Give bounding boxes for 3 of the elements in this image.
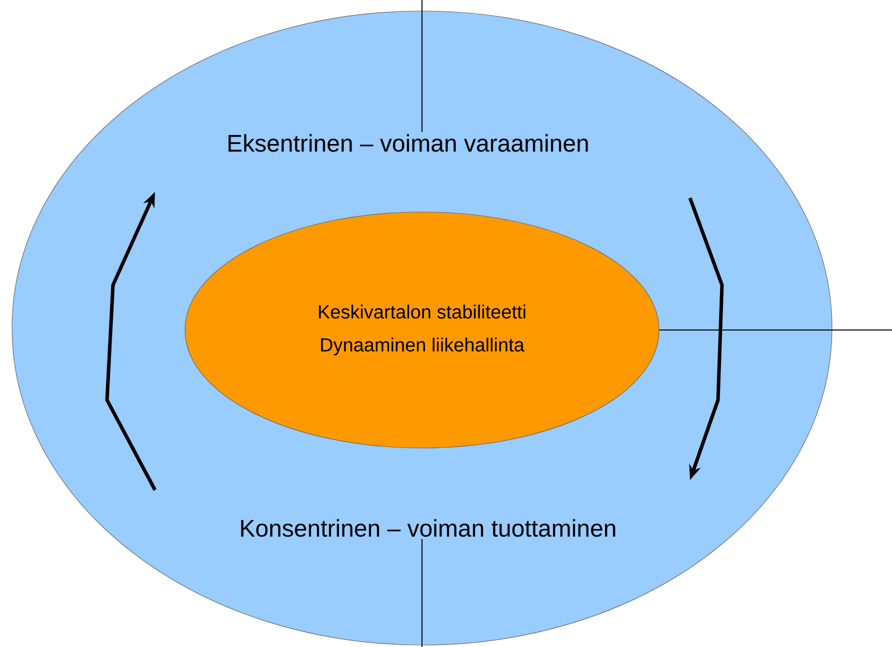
phase-label: Eksentrinen – voiman varaaminen — [228, 134, 588, 152]
ellipse-node: Keskivartalon stabiliteetti Dynaaminen liikehallinta — [184, 212, 660, 448]
phase-label: Konsentrinen – voiman tuottaminen — [241, 519, 616, 537]
